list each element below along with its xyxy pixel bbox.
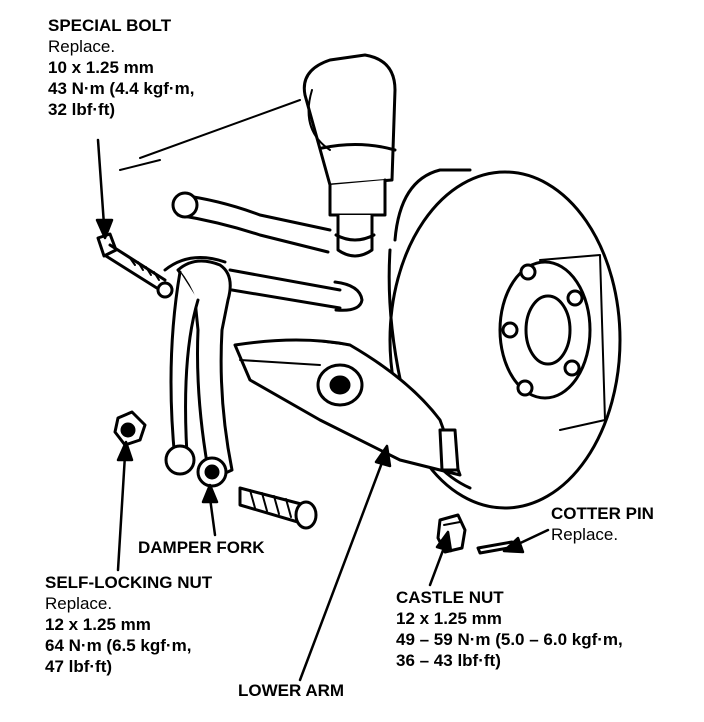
self-locking-nut-line-2: 64 N·m (6.5 kgf·m,: [45, 636, 192, 655]
castle-nut-line-1: 12 x 1.25 mm: [396, 609, 502, 628]
special-bolt-note: Replace.: [48, 37, 116, 56]
castle-nut-title: CASTLE NUT: [396, 588, 504, 607]
special-bolt-line-3: 32 lbf·ft): [48, 100, 116, 119]
cotter-pin-note: Replace.: [551, 525, 619, 544]
castle-nut-line-3: 36 – 43 lbf·ft): [396, 651, 501, 670]
lower-arm-title: LOWER ARM: [238, 681, 345, 700]
lower-bolt-part: [238, 486, 318, 530]
stabilizer-link: [119, 99, 332, 254]
self-locking-nut-line-1: 12 x 1.25 mm: [45, 615, 151, 634]
special-bolt-line-2: 43 N·m (4.4 kgf·m,: [48, 79, 195, 98]
damper-fork-title: DAMPER FORK: [138, 538, 265, 557]
damper-fork-shape: [163, 256, 234, 488]
castle-nut-line-2: 49 – 59 N·m (5.0 – 6.0 kgf·m,: [396, 630, 623, 649]
callout-castle-nut: CASTLE NUT 12 x 1.25 mm 49 – 59 N·m (5.0…: [396, 587, 623, 671]
brake-disc: [387, 168, 622, 510]
self-locking-nut-part: [113, 410, 147, 447]
self-locking-nut-note: Replace.: [45, 594, 113, 613]
callout-damper-fork: DAMPER FORK: [138, 537, 265, 558]
damper-strut: [302, 53, 397, 258]
lower-arm-shape: [233, 338, 462, 477]
callout-lower-arm: LOWER ARM: [238, 680, 344, 701]
self-locking-nut-title: SELF-LOCKING NUT: [45, 573, 213, 592]
callout-cotter-pin: COTTER PIN Replace.: [551, 503, 654, 545]
callout-special-bolt: SPECIAL BOLT Replace. 10 x 1.25 mm 43 N·…: [48, 15, 194, 120]
special-bolt-part: [96, 232, 174, 299]
leader-lines: [95, 138, 550, 682]
callout-self-locking-nut: SELF-LOCKING NUT Replace. 12 x 1.25 mm 6…: [45, 572, 212, 677]
special-bolt-title: SPECIAL BOLT: [48, 16, 172, 35]
cotter-pin-title: COTTER PIN: [551, 504, 654, 523]
upper-rod: [228, 268, 364, 312]
special-bolt-line-1: 10 x 1.25 mm: [48, 58, 154, 77]
self-locking-nut-line-3: 47 lbf·ft): [45, 657, 113, 676]
